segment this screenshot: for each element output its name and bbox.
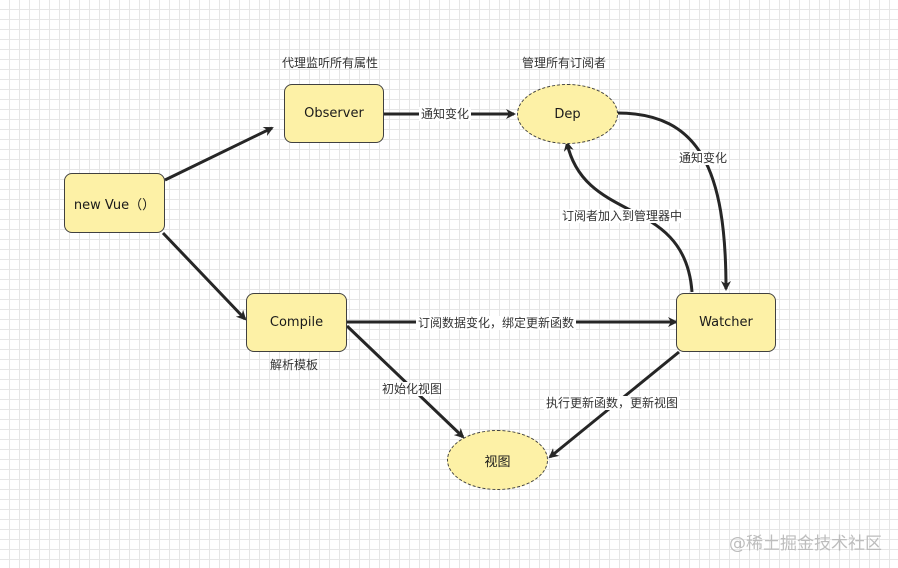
compile-label: Compile xyxy=(269,315,324,330)
edge-dep-watcher xyxy=(616,111,731,291)
view-node[interactable]: 视图 xyxy=(447,430,548,490)
edge-compile-view xyxy=(345,324,465,439)
dep-label: Dep xyxy=(554,106,581,122)
watcher-node[interactable]: Watcher xyxy=(676,293,776,352)
watcher-label: Watcher xyxy=(699,315,753,330)
edge-newvue-observer xyxy=(164,126,274,182)
dep-node[interactable]: Dep xyxy=(517,84,618,144)
edge-label-compile-watcher: 订阅数据变化，绑定更新函数 xyxy=(416,316,577,330)
edge-label-dep-watcher: 通知变化 xyxy=(677,151,730,165)
watermark: @稀土掘金技术社区 xyxy=(729,534,882,554)
edge-label-compile-view: 初始化视图 xyxy=(380,382,445,396)
edge-label-observer-dep: 通知变化 xyxy=(419,107,472,121)
observer-caption: 代理监听所有属性 xyxy=(282,56,379,70)
compile-node[interactable]: Compile xyxy=(246,293,347,352)
edge-label-watcher-view: 执行更新函数，更新视图 xyxy=(544,396,681,410)
edge-label-watcher-dep: 订阅者加入到管理器中 xyxy=(560,209,685,223)
compile-caption: 解析模板 xyxy=(270,358,319,372)
edge-newvue-compile xyxy=(161,231,247,321)
observer-label: Observer xyxy=(304,106,364,121)
dep-caption: 管理所有订阅者 xyxy=(522,56,607,70)
new-vue-label: new Vue（） xyxy=(73,197,156,213)
view-label: 视图 xyxy=(484,454,511,470)
new-vue-node[interactable]: new Vue（） xyxy=(64,173,165,233)
observer-node[interactable]: Observer xyxy=(284,84,384,143)
